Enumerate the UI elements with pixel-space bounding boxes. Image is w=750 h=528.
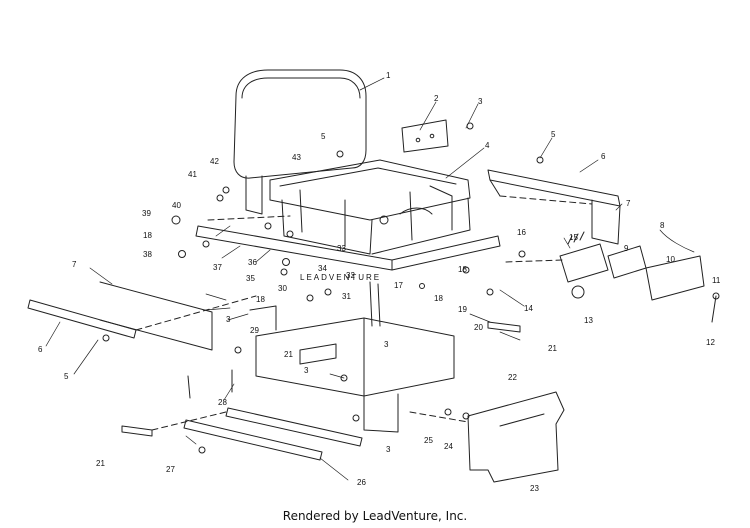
lower-rail [183, 407, 363, 461]
callout-37: 37 [213, 263, 222, 272]
callout-43: 43 [292, 153, 301, 162]
callout-32: 32 [346, 271, 355, 280]
callout-38: 38 [143, 250, 152, 259]
callout-24: 24 [444, 442, 453, 451]
callout-18: 18 [458, 265, 467, 274]
callout-7: 7 [72, 260, 77, 269]
callout-18: 18 [256, 295, 265, 304]
dashed-guides [135, 195, 593, 431]
callout-6: 6 [38, 345, 43, 354]
callout-leaders [45, 77, 695, 481]
callout-27: 27 [166, 465, 175, 474]
callout-3: 3 [386, 445, 391, 454]
callout-2: 2 [434, 94, 439, 103]
hardware-bars [121, 321, 521, 437]
callout-22: 22 [508, 373, 517, 382]
callout-3: 3 [304, 366, 309, 375]
callout-6: 6 [601, 152, 606, 161]
base-pan [195, 225, 501, 271]
watermark-text: LEADVENTURE [300, 273, 381, 282]
side-plate [467, 391, 565, 483]
callout-16: 16 [517, 228, 526, 237]
battery-box [249, 305, 455, 397]
callout-34: 34 [318, 264, 327, 273]
callout-11: 11 [712, 276, 721, 285]
callout-5: 5 [64, 372, 69, 381]
lower-panel [363, 393, 399, 433]
callout-21: 21 [96, 459, 105, 468]
callout-9: 9 [624, 244, 629, 253]
callout-33: 33 [337, 244, 346, 253]
callout-5: 5 [321, 132, 326, 141]
callout-18: 18 [143, 231, 152, 240]
fasteners [102, 122, 720, 454]
callout-28: 28 [218, 398, 227, 407]
callout-25: 25 [424, 436, 433, 445]
callout-41: 41 [188, 170, 197, 179]
callout-15: 15 [569, 233, 578, 242]
callout-31: 31 [342, 292, 351, 301]
callout-12: 12 [706, 338, 715, 347]
callout-20: 20 [474, 323, 483, 332]
callout-3: 3 [478, 97, 483, 106]
callout-36: 36 [248, 258, 257, 267]
callout-1: 1 [386, 71, 391, 80]
footer-credit: Rendered by LeadVenture, Inc. [282, 509, 468, 523]
callout-35: 35 [246, 274, 255, 283]
callout-8: 8 [660, 221, 665, 230]
seat-back [233, 69, 367, 215]
right-rail [487, 169, 621, 245]
callout-13: 13 [584, 316, 593, 325]
callout-3: 3 [384, 340, 389, 349]
callout-29: 29 [250, 326, 259, 335]
callout-5: 5 [551, 130, 556, 139]
callout-19: 19 [458, 305, 467, 314]
callout-4: 4 [485, 141, 490, 150]
callout-17: 17 [394, 281, 403, 290]
callout-40: 40 [172, 201, 181, 210]
callout-21: 21 [284, 350, 293, 359]
left-rail [27, 281, 213, 351]
callout-39: 39 [142, 209, 151, 218]
callout-labels: 1 2 3 4 5 6 7 8 9 10 11 12 13 14 15 16 1… [38, 71, 721, 493]
callout-21: 21 [548, 344, 557, 353]
mounting-bracket [401, 119, 449, 153]
callout-26: 26 [357, 478, 366, 487]
callout-3: 3 [226, 315, 231, 324]
callout-23: 23 [530, 484, 539, 493]
tail-light-assembly [559, 231, 705, 301]
seat-frame [269, 159, 471, 255]
callout-30: 30 [278, 284, 287, 293]
callout-7: 7 [626, 199, 631, 208]
callout-10: 10 [666, 255, 675, 264]
callout-14: 14 [524, 304, 533, 313]
callout-18: 18 [434, 294, 443, 303]
callout-42: 42 [210, 157, 219, 166]
